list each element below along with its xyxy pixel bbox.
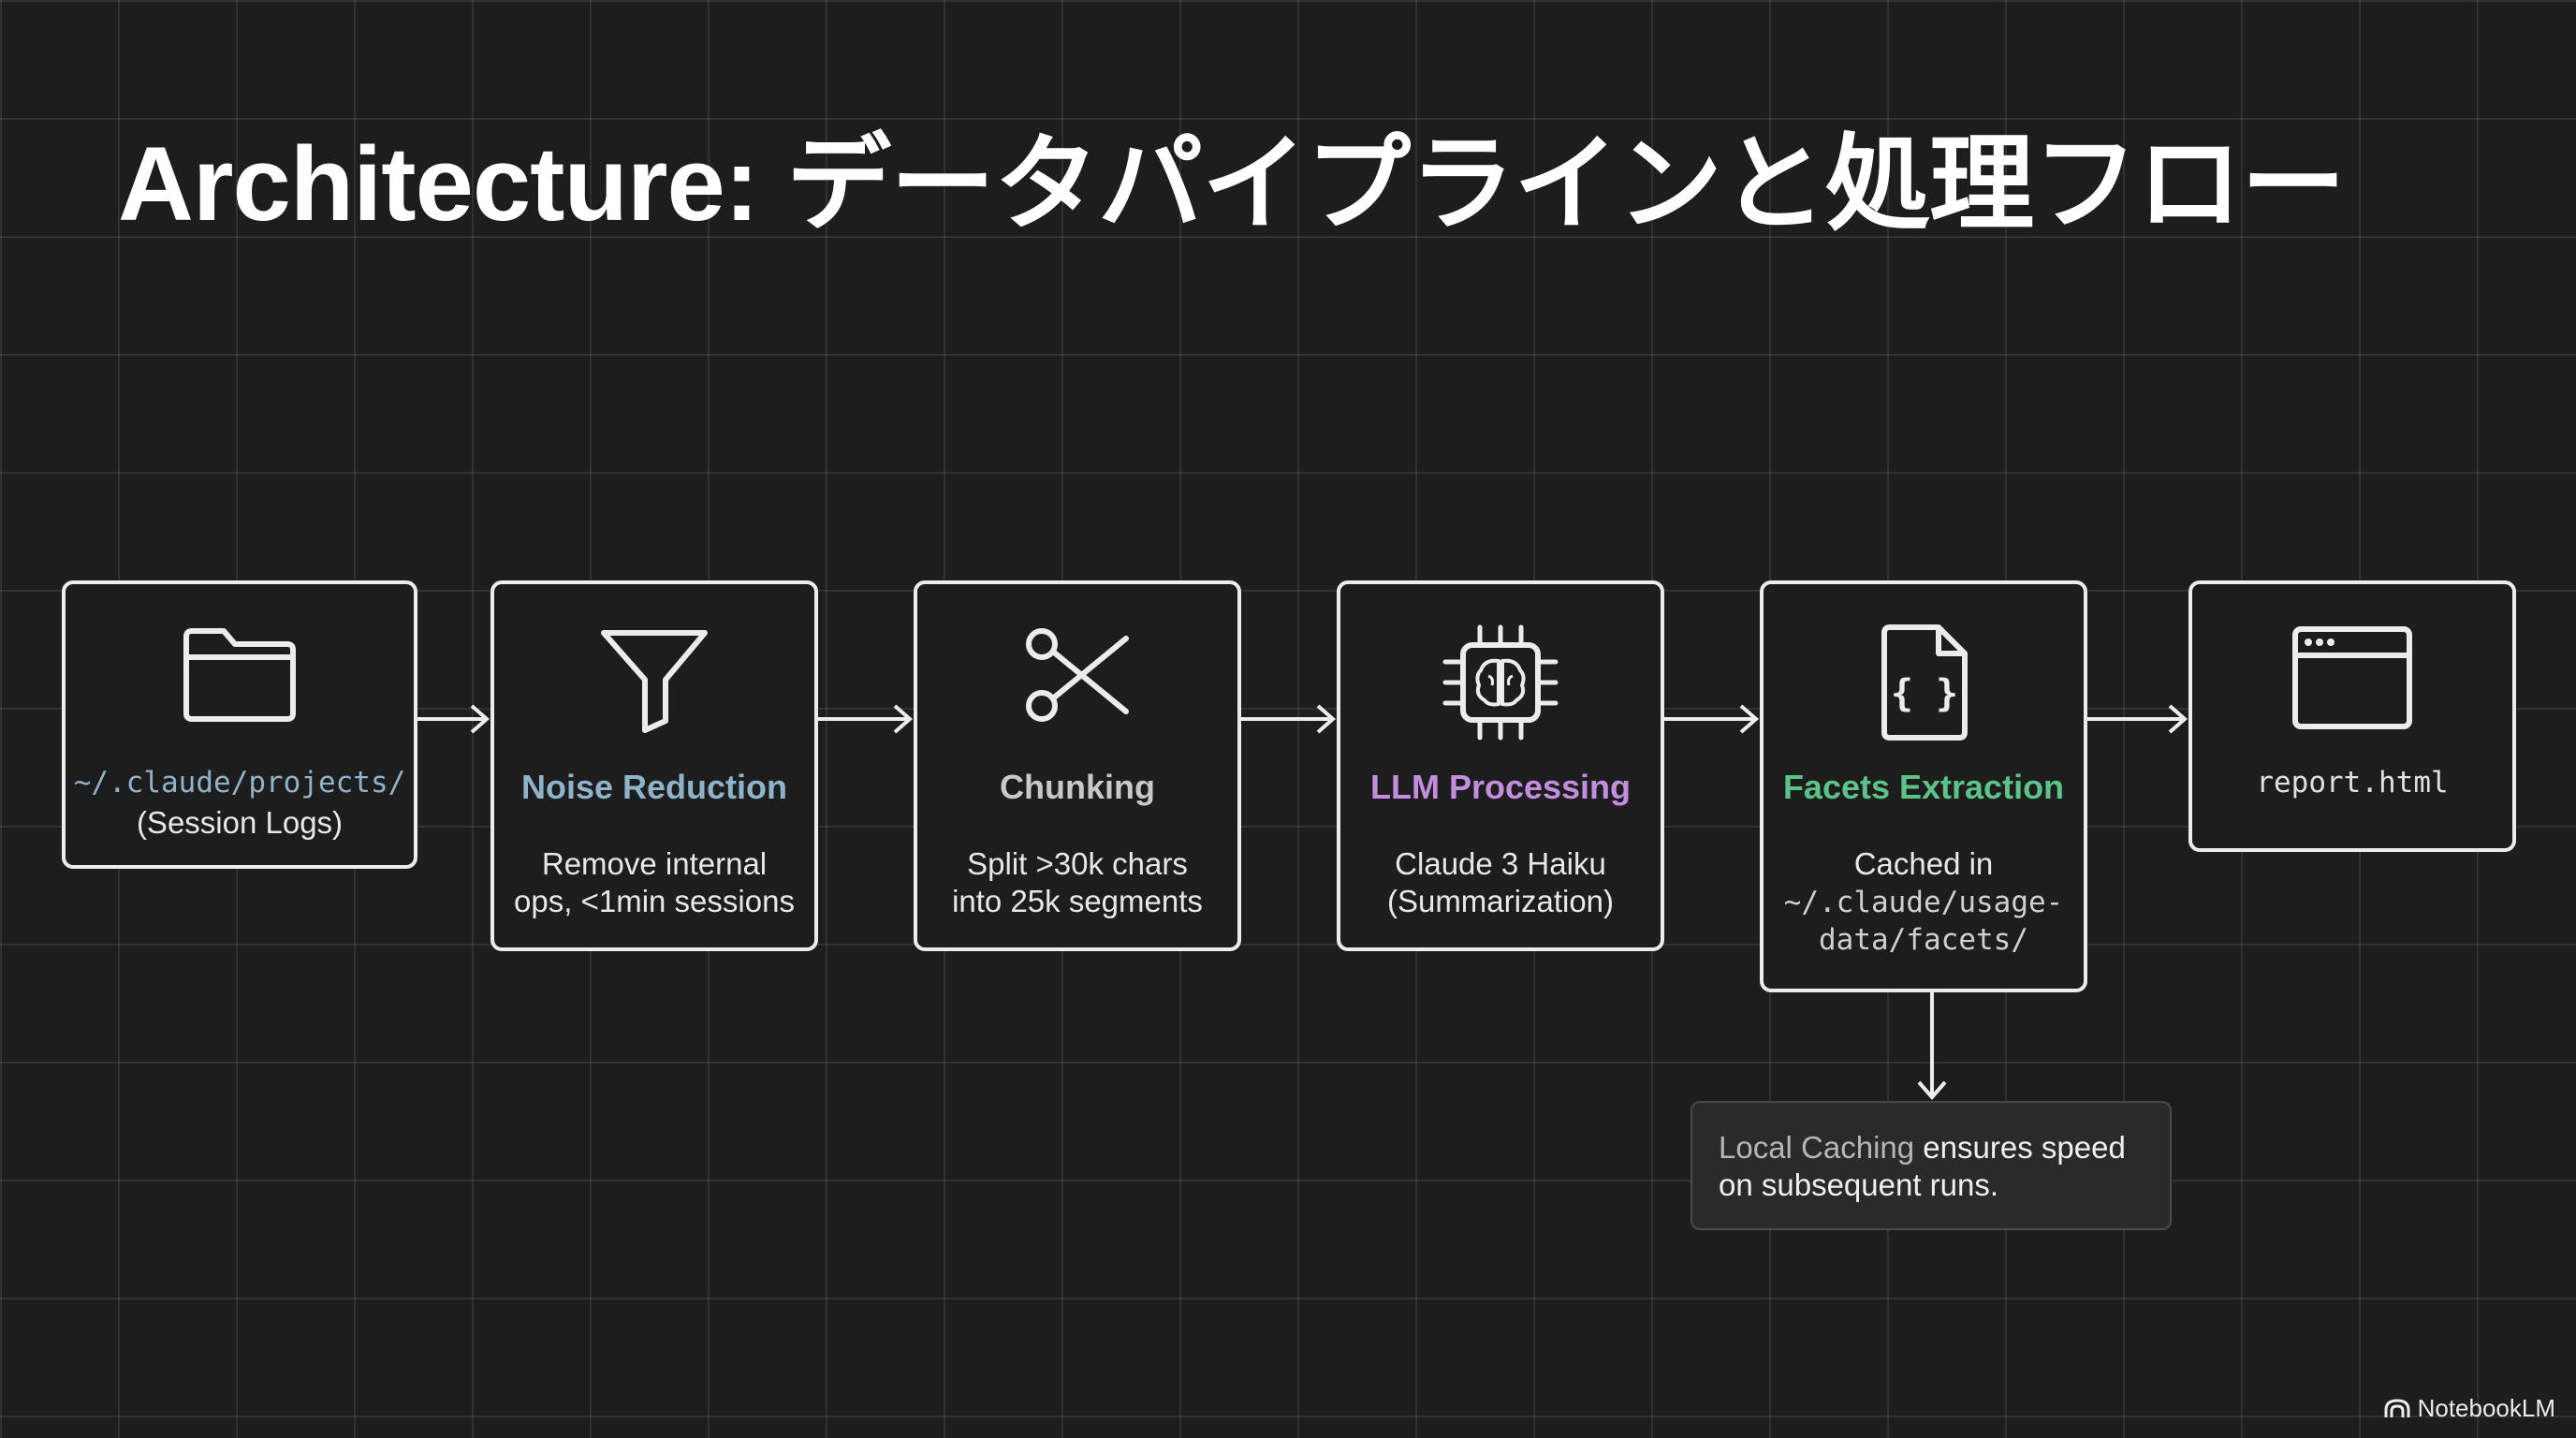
folder-icon xyxy=(183,628,296,722)
brain-chip-icon xyxy=(1442,624,1559,741)
page-title: Architecture: データパイプラインと処理フロー xyxy=(118,125,2346,242)
flow-arrow xyxy=(1241,704,1337,734)
svg-text:{ }: { } xyxy=(1891,672,1958,715)
noise-reduction-node: Noise Reduction Remove internal ops, <1m… xyxy=(490,580,818,951)
caching-note-line-2: on subsequent runs. xyxy=(1719,1167,1999,1202)
flow-arrow xyxy=(818,704,914,734)
notebooklm-brand: NotebookLM xyxy=(2384,1394,2555,1423)
brand-label: NotebookLM xyxy=(2417,1394,2555,1422)
caching-note: Local Caching ensures speed on subsequen… xyxy=(1690,1101,2172,1230)
browser-window-icon xyxy=(2292,626,2412,729)
facets-extraction-node: { } Facets Extraction Cached in ~/.claud… xyxy=(1760,580,2087,992)
report-output-node: report.html xyxy=(2188,580,2516,852)
filter-icon xyxy=(601,630,708,733)
llm-processing-node: LLM Processing Claude 3 Haiku (Summariza… xyxy=(1337,580,1664,951)
facets-extraction-desc: Cached in xyxy=(1853,846,1994,881)
facets-path-1: ~/.claude/usage- xyxy=(1783,886,2064,919)
llm-processing-desc-1: Claude 3 Haiku xyxy=(1395,846,1606,881)
facets-extraction-heading: Facets Extraction xyxy=(1782,768,2065,806)
cache-arrow xyxy=(1917,992,1947,1101)
flow-arrow xyxy=(417,704,490,734)
report-filename: report.html xyxy=(2256,766,2449,800)
notebooklm-logo-icon xyxy=(2384,1398,2410,1417)
scissors-icon xyxy=(1026,628,1129,722)
caching-note-line-1: Local Caching ensures speed xyxy=(1719,1129,2170,1167)
facets-path-2: data/facets/ xyxy=(1819,923,2028,957)
flow-arrow xyxy=(1664,704,1760,734)
chunking-node: Chunking Split >30k chars into 25k segme… xyxy=(914,580,1241,951)
caching-note-rest: ensures speed xyxy=(1914,1130,2126,1165)
caching-note-highlight: Local Caching xyxy=(1719,1130,1915,1165)
llm-processing-heading: LLM Processing xyxy=(1369,768,1632,806)
noise-reduction-heading: Noise Reduction xyxy=(520,768,788,806)
json-file-icon: { } xyxy=(1881,624,1968,741)
chunking-heading: Chunking xyxy=(1000,768,1155,806)
noise-reduction-desc-2: ops, <1min sessions xyxy=(514,884,795,918)
flow-arrow xyxy=(2087,704,2188,734)
llm-processing-desc-2: (Summarization) xyxy=(1386,884,1615,918)
noise-reduction-desc-1: Remove internal xyxy=(541,846,768,881)
chunking-desc-1: Split >30k chars xyxy=(967,846,1188,881)
source-path: ~/.claude/projects/ xyxy=(73,766,406,800)
chunking-desc-2: into 25k segments xyxy=(952,884,1203,918)
source-logs-node: ~/.claude/projects/ (Session Logs) xyxy=(62,580,417,869)
source-label: (Session Logs) xyxy=(136,805,344,840)
